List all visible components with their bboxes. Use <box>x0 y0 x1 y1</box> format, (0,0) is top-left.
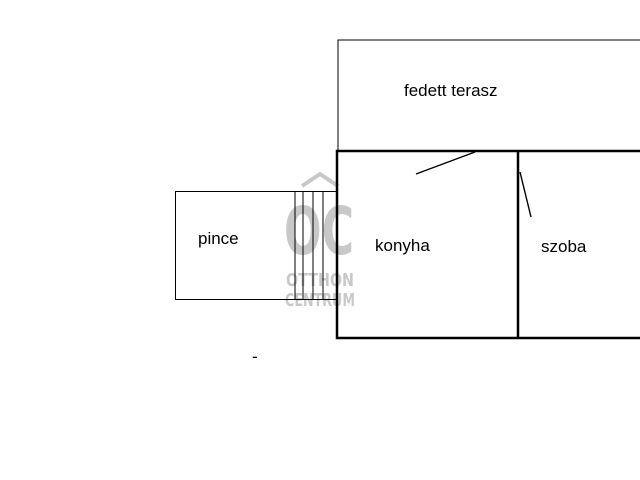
stairs <box>294 191 324 300</box>
room-door-line <box>519 171 532 218</box>
watermark-monogram: OC <box>284 193 354 270</box>
terrace-label: fedett terasz <box>404 81 498 100</box>
terrace-outline <box>337 39 640 150</box>
watermark-roof-icon <box>300 171 340 188</box>
house-outline <box>335 149 640 340</box>
kitchen-door-line <box>415 151 476 175</box>
kitchen-label: konyha <box>375 236 430 255</box>
stray-dash-mark: - <box>252 347 258 366</box>
watermark-line1: OTTHON <box>286 270 354 291</box>
cellar-label: pince <box>198 229 239 248</box>
room-label: szoba <box>541 237 587 256</box>
